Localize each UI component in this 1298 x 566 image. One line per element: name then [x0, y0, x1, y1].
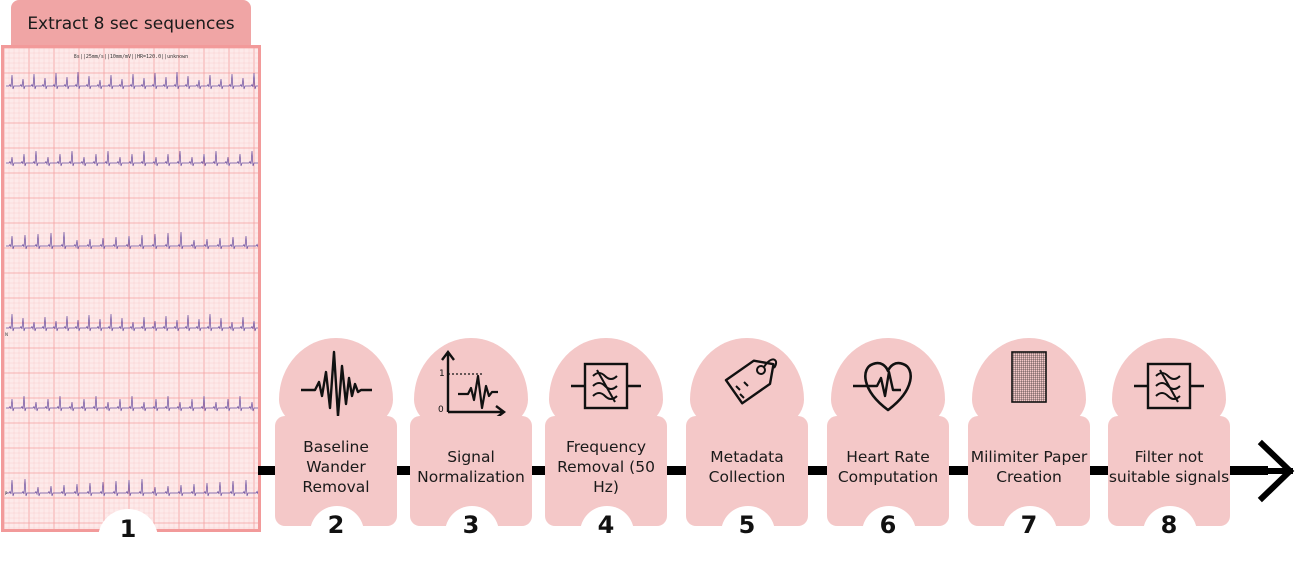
step-number-4: 4	[597, 511, 615, 539]
stage-heart-rate-computation: Heart Rate Computation 6	[827, 338, 955, 540]
ecg-trace	[6, 150, 258, 167]
ecg-caption: 8s||25mm/s||10mm/mV||HR=120.0||unknown	[73, 54, 189, 60]
filter-icon	[1134, 362, 1204, 410]
lead-mark-p: P	[5, 491, 8, 496]
step-number-6: 6	[879, 511, 897, 539]
stage-label: Milimiter Paper Creation	[970, 447, 1088, 486]
stage-label: Filter not suitable signals	[1108, 447, 1230, 486]
stage-label: Metadata Collection	[708, 447, 786, 486]
stage-baseline-wander-removal: Baseline Wander Removal 2	[275, 338, 403, 540]
stage-label: Frequency Removal (50 Hz)	[557, 437, 655, 497]
step-number-3: 3	[462, 511, 480, 539]
ecg-trace	[6, 71, 258, 90]
stage-milimiter-paper-creation: Milimiter Paper Creation 7	[968, 338, 1096, 540]
arrow-right-icon	[1233, 439, 1295, 503]
stage-filter-not-suitable-signals: Filter not suitable signals 8	[1108, 338, 1236, 540]
filter-icon	[571, 362, 641, 410]
ecg-header: Extract 8 sec sequences	[11, 0, 251, 48]
step-number-8: 8	[1160, 511, 1178, 539]
heart-rate-icon	[853, 361, 912, 412]
step-number-7: 7	[1020, 511, 1038, 539]
ecg-grid	[4, 48, 258, 529]
stage-label: Baseline Wander Removal	[302, 437, 370, 497]
waveform-icon	[301, 350, 372, 418]
ecg-trace	[6, 313, 258, 332]
ecg-trace	[6, 231, 258, 250]
step-number-1: 1	[98, 509, 158, 549]
ecg-trace	[6, 395, 258, 412]
stage-signal-normalization: 1 0 Signal Normalization 3	[410, 338, 538, 540]
axis-label-top: 1	[439, 369, 445, 379]
ecg-sheet: 8s||25mm/s||10mm/mV||HR=120.0||unknown N…	[1, 45, 261, 532]
lead-mark-n: N	[5, 332, 8, 337]
ecg-trace	[6, 478, 258, 497]
step-number-2: 2	[327, 511, 345, 539]
step-number-5: 5	[738, 511, 756, 539]
stage-label: Signal Normalization	[417, 447, 525, 486]
stage-metadata-collection: Metadata Collection 5	[686, 338, 814, 540]
stage-frequency-removal: Frequency Removal (50 Hz) 4	[545, 338, 673, 540]
ecg-title: Extract 8 sec sequences	[27, 14, 235, 34]
grid-paper-icon	[1011, 351, 1047, 403]
normalization-chart-icon: 1 0	[438, 350, 506, 418]
tag-icon	[724, 358, 778, 405]
stage-label: Heart Rate Computation	[837, 447, 939, 486]
axis-label-bottom: 0	[438, 405, 444, 415]
